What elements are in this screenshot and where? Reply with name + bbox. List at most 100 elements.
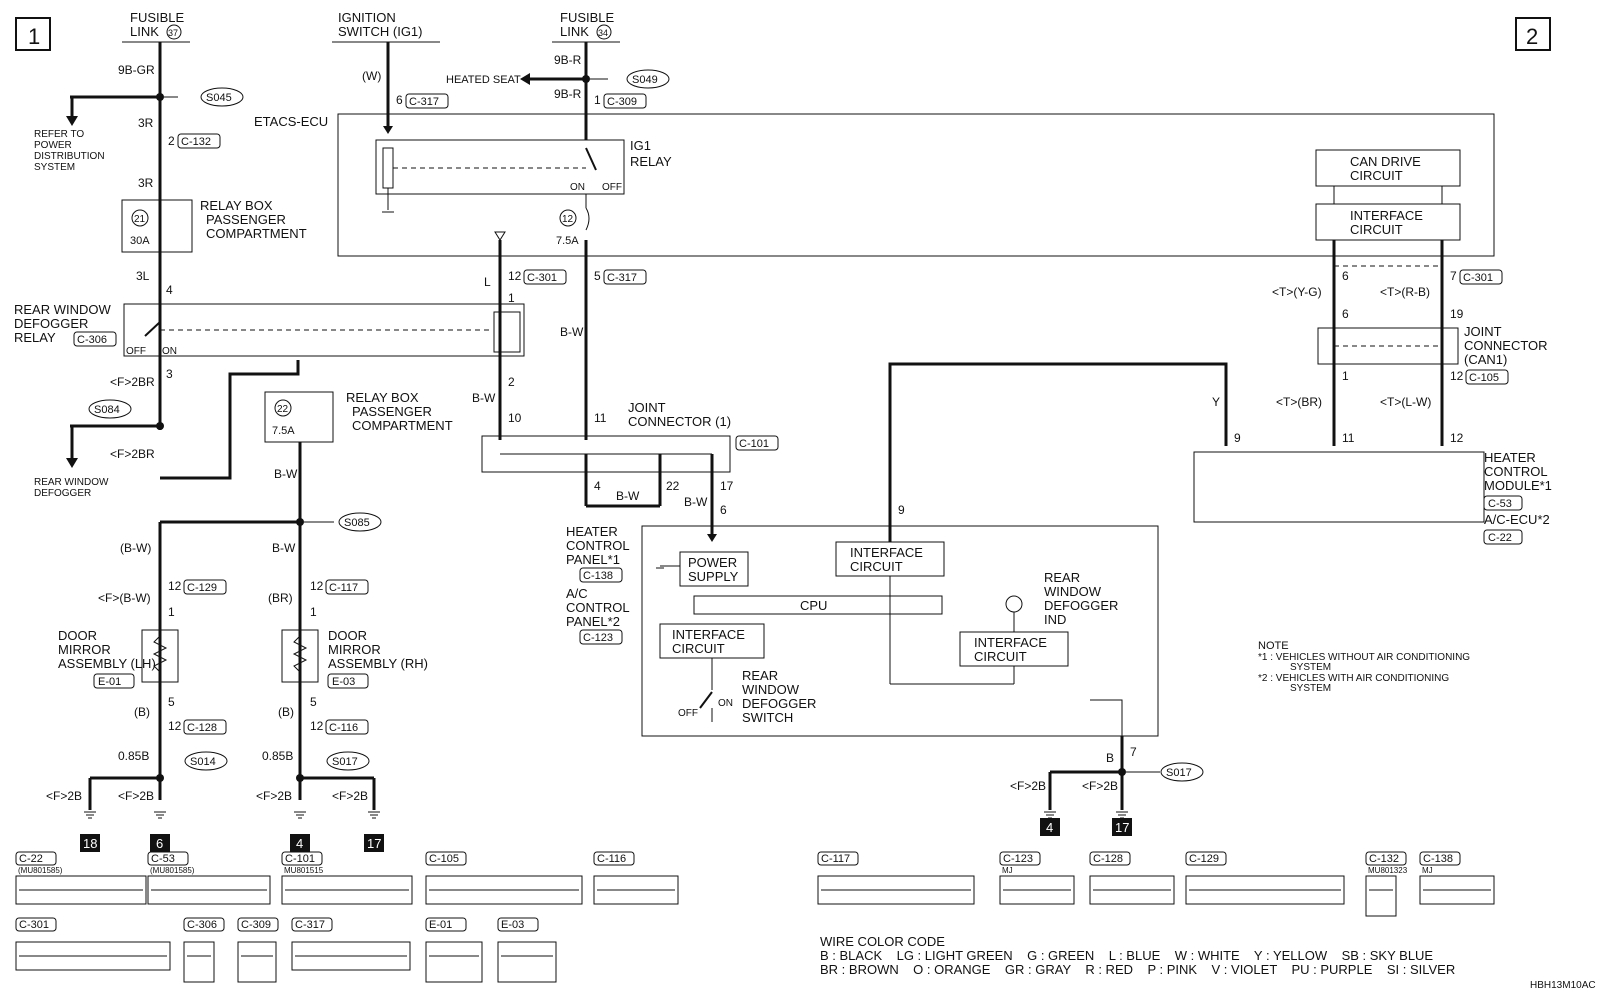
interface-1-label-b: CIRCUIT <box>672 641 725 656</box>
heater-control-panel-box <box>641 525 1159 737</box>
ground-17b-label: 17 <box>1115 820 1129 835</box>
pin-22-joint: 22 <box>666 479 680 493</box>
power-supply-label-b: SUPPLY <box>688 569 739 584</box>
wire-f-bw: <F>(B-W) <box>98 591 151 605</box>
conn-e03: E-03 <box>332 676 355 688</box>
wire-f2b-f: <F>2B <box>1082 779 1118 793</box>
ground-arrow-icon <box>494 231 506 241</box>
switch-label-b: WINDOW <box>742 682 800 697</box>
wire-3r-a: 3R <box>138 116 154 130</box>
joint-connector-1-label-b: CONNECTOR (1) <box>628 414 731 429</box>
legend-title: WIRE COLOR CODE <box>820 934 945 949</box>
interface-2-label: INTERFACE <box>850 545 923 560</box>
conn-view-part: MJ <box>1002 866 1013 875</box>
pin-5-rh: 5 <box>310 695 317 709</box>
splice-s084 <box>88 399 132 419</box>
splice-s014 <box>184 751 228 771</box>
acecu-label: A/C-ECU*2 <box>1484 512 1550 527</box>
conn-c129: C-129 <box>187 582 217 594</box>
fusible-37-badge <box>166 24 182 40</box>
wire-f2b-a: <F>2B <box>46 789 82 803</box>
mirror-rh-label-c: ASSEMBLY (RH) <box>328 656 428 671</box>
etacs-ecu-label: ETACS-ECU <box>254 114 328 129</box>
conn-view-part: (MU801585) <box>18 866 63 875</box>
conn-view-body <box>281 875 413 905</box>
conn-view-body <box>817 875 975 905</box>
ground-6-icon <box>154 811 166 819</box>
conn-c301a-tag <box>523 269 567 285</box>
wire-bw-rh: B-W <box>272 541 296 555</box>
pin-9-hcm: 9 <box>1234 431 1241 445</box>
mirror-lh-label: DOOR <box>58 628 97 643</box>
pin-2-c132: 2 <box>168 134 175 148</box>
conn-view-body <box>15 875 147 905</box>
conn-c138: C-138 <box>583 570 613 582</box>
can-drive-label-b: CIRCUIT <box>1350 168 1403 183</box>
mirror-lh-label-c: ASSEMBLY (LH) <box>58 656 156 671</box>
conn-e03-tag <box>327 673 369 689</box>
acp-label: A/C <box>566 586 588 601</box>
wire-b-ground: B <box>1106 751 1114 765</box>
pin-7-ground: 7 <box>1130 745 1137 759</box>
wire-b-rh: (B) <box>278 705 294 719</box>
refer-line-2: POWER <box>34 140 72 151</box>
conn-view-tag <box>147 851 189 866</box>
conn-view-part: MU801515 <box>284 866 324 875</box>
wire-y-signal <box>888 362 1228 542</box>
conn-c317a-tag <box>405 93 449 109</box>
conn-c317b-tag <box>603 269 647 285</box>
pin-11-hcm: 11 <box>1342 431 1355 445</box>
fuse-21-badge <box>131 209 149 227</box>
hcm-label-c: MODULE*1 <box>1484 478 1552 493</box>
splice-s085 <box>338 512 382 532</box>
relay-box-2-sub: PASSENGER <box>352 404 432 419</box>
conn-c309-tag <box>603 93 647 109</box>
conn-view-label: C-117 <box>821 853 850 865</box>
pin-6-c317: 6 <box>396 93 403 107</box>
joint-connector-can1-box <box>1317 327 1459 365</box>
pin-5-c317: 5 <box>594 269 601 283</box>
relay-box-1-sub2: COMPARTMENT <box>206 226 307 241</box>
wire-3l: 3L <box>136 269 150 283</box>
pin-1-c309: 1 <box>594 93 601 107</box>
conn-view-tag <box>1419 851 1461 866</box>
heater-control-module-box <box>1193 451 1485 523</box>
heated-seat-label: HEATED SEAT <box>446 74 521 86</box>
switch-contact-icon <box>699 691 713 709</box>
wire-085b-rh: 0.85B <box>262 749 293 763</box>
pin-12-c301: 12 <box>508 269 522 283</box>
relay-box-2-sub2: COMPARTMENT <box>352 418 453 433</box>
splice-s084-label: S084 <box>94 404 120 416</box>
wire-bw-joint: B-W <box>616 489 640 503</box>
fusible-link-37-label-b: LINK <box>130 24 159 39</box>
conn-view-tag <box>425 917 467 932</box>
fuse-12-icon <box>585 207 590 231</box>
refer-line-1: REFER TO <box>34 129 84 140</box>
note-2b: SYSTEM <box>1290 683 1331 694</box>
conn-view-body <box>1419 875 1495 905</box>
conn-c105: C-105 <box>1469 372 1499 384</box>
can-drive-label: CAN DRIVE <box>1350 154 1421 169</box>
conn-e01-tag <box>93 673 135 689</box>
defogger-arrow-icon <box>66 458 78 468</box>
conn-c101-tag <box>735 435 779 451</box>
page-box-right <box>1515 17 1551 51</box>
legend-row-1: B : BLACK LG : LIGHT GREEN G : GREEN L :… <box>820 948 1433 963</box>
conn-c317b: C-317 <box>607 272 637 284</box>
ground-6-label: 6 <box>156 836 163 851</box>
diode-icon <box>383 126 393 134</box>
conn-view-tag <box>999 851 1041 866</box>
hcp-label: HEATER <box>566 524 618 539</box>
conn-view-label: C-123 <box>1003 853 1033 865</box>
page-box-left <box>15 17 51 51</box>
wire-9br-b: 9B-R <box>554 87 582 101</box>
fusible-34-number: 34 <box>598 28 608 38</box>
panel-diode-icon <box>707 534 717 542</box>
wire-f2b-d: <F>2B <box>332 789 368 803</box>
switch-on: ON <box>718 698 733 709</box>
conn-c301a: C-301 <box>527 272 557 284</box>
note-2: *2 : VEHICLES WITH AIR CONDITIONING <box>1258 673 1449 684</box>
pin-6-panel: 6 <box>720 503 727 517</box>
ind-label: REAR <box>1044 570 1080 585</box>
mirror-rh-heater <box>281 629 319 683</box>
